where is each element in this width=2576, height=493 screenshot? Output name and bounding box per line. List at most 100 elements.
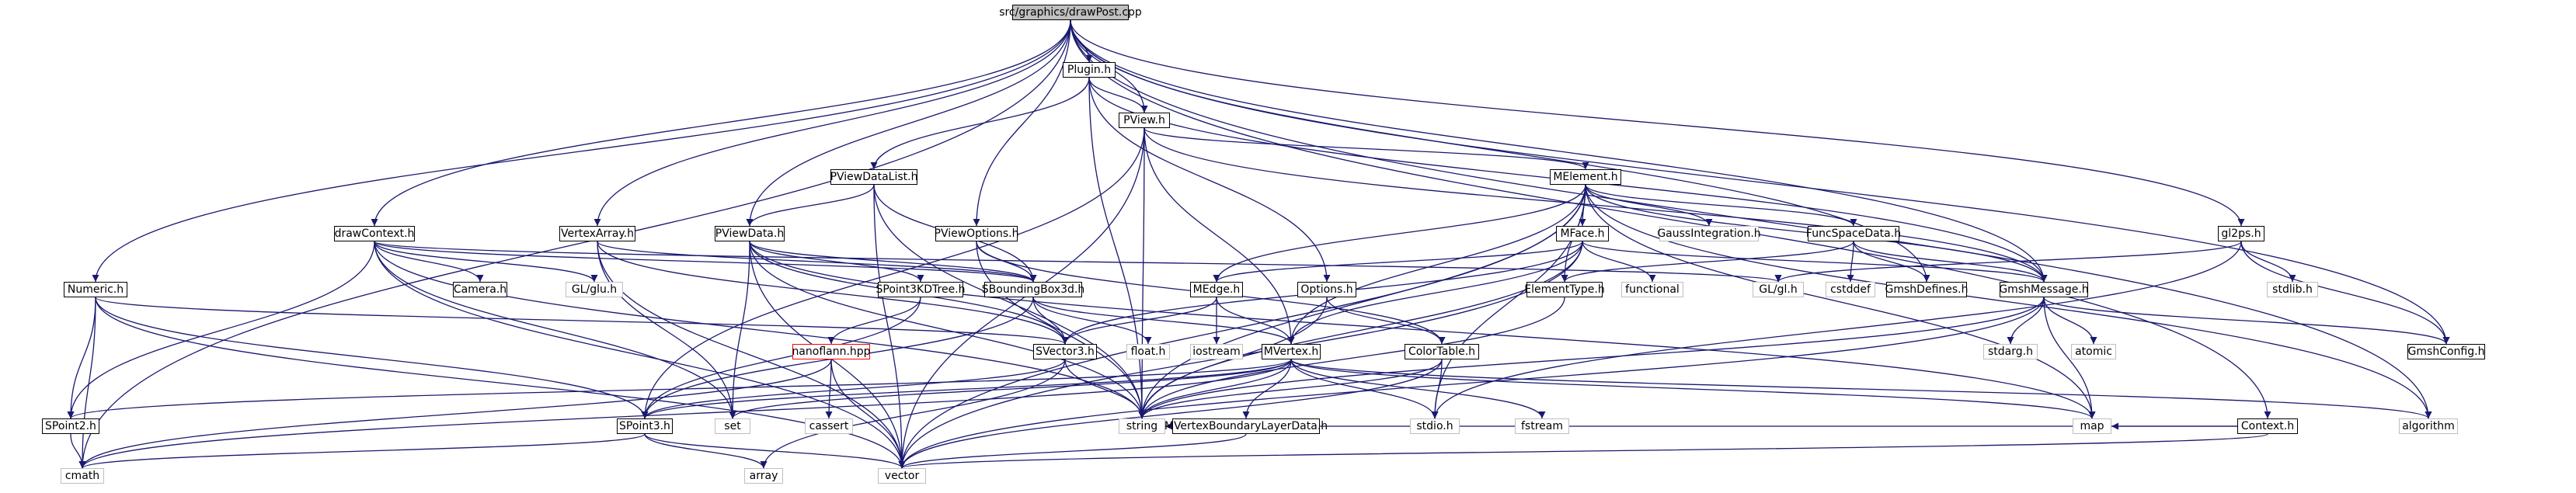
edge-drawPost-to-algorithm xyxy=(1070,19,2432,419)
node-string: string xyxy=(1119,418,1165,434)
edge-spoint2H-to-cmath xyxy=(70,433,86,469)
edge-pviewOptionsH-to-string xyxy=(976,241,1146,419)
edge-pviewH-to-vector xyxy=(898,127,1145,469)
edge-melementH-to-algorithm xyxy=(1585,184,2432,419)
edge-nanoflann-to-vector xyxy=(830,359,906,469)
node-funcspacedata-h[interactable]: FuncSpaceData.h xyxy=(1805,226,1902,241)
node-stdlib-h: stdlib.h xyxy=(2267,282,2318,297)
edge-svector3H-to-spoint3H xyxy=(641,359,1066,419)
edge-pviewDataListH-to-vector xyxy=(873,184,906,469)
edge-mfaceH-to-meEdgeH xyxy=(1213,241,1583,283)
edge-spoint3kdtreeH-to-spoint3H xyxy=(641,297,921,419)
edge-mvertexBLDataH-to-vector xyxy=(898,433,1247,469)
edge-drawPost-to-drawContextH xyxy=(371,19,1071,227)
node-gmshconfig-h[interactable]: GmshConfig.h xyxy=(2407,344,2485,359)
edge-melementH-to-vector xyxy=(898,184,1586,469)
node-stdio-h: stdio.h xyxy=(1410,418,1460,434)
node-colortable-h[interactable]: ColorTable.h xyxy=(1405,344,1479,359)
node-spoint3kdtree-h[interactable]: SPoint3KDTree.h xyxy=(875,282,966,297)
edge-vertexArrayH-to-sboundingbox3dH xyxy=(597,241,1037,283)
node-array: array xyxy=(744,468,783,484)
edge-drawPost-to-vertexArrayH xyxy=(594,19,1071,227)
node-pviewdata-h[interactable]: PViewData.h xyxy=(715,226,785,241)
edge-drawContextH-to-string xyxy=(374,241,1146,419)
node-map: map xyxy=(2073,418,2111,434)
node-mvertexboundarylayerdata-h[interactable]: MVertexBoundaryLayerData.h xyxy=(1164,418,1328,434)
node-melement-h[interactable]: MElement.h xyxy=(1550,169,1621,185)
edge-mfaceH-to-string xyxy=(1138,241,1583,419)
edge-mvertexH-to-spoint3H xyxy=(641,359,1292,419)
node-nanoflann-hpp[interactable]: nanoflann.hpp xyxy=(792,344,871,359)
node-atomic: atomic xyxy=(2071,344,2116,359)
edge-mvertexH-to-map xyxy=(1290,359,2096,419)
edge-spoint3kdtreeH-to-nanoflann xyxy=(827,297,921,345)
edge-drawPost-to-gmshDefinesH xyxy=(1070,19,1930,283)
node-context-h[interactable]: Context.h xyxy=(2237,418,2298,434)
node-plugin-h[interactable]: Plugin.h xyxy=(1063,62,1116,78)
node-pview-h[interactable]: PView.h xyxy=(1119,113,1170,128)
edge-numericH-to-svector3H xyxy=(95,297,1069,345)
node-algorithm: algorithm xyxy=(2399,418,2458,434)
edge-spoint3H-to-vector xyxy=(644,433,906,469)
edge-gmshMessageH-to-map xyxy=(2043,297,2096,419)
edge-pluginH-to-optionsH xyxy=(1088,77,1331,283)
edge-melementH-to-meEdgeH xyxy=(1213,184,1586,283)
edge-pluginH-to-string xyxy=(1088,77,1146,419)
edge-drawPost-to-gmshConfigH xyxy=(1070,19,2450,345)
edge-mvertexH-to-mvertexBLDataH xyxy=(1242,359,1292,419)
edge-drawPost-to-gmshMessageH xyxy=(1070,19,2048,283)
node-svector3-h[interactable]: SVector3.h xyxy=(1033,344,1097,359)
edge-pviewH-to-melementH xyxy=(1144,127,1589,170)
edge-melementH-to-map xyxy=(1585,184,2096,419)
edge-vertexArrayH-to-svector3H xyxy=(597,241,1069,345)
node-gl2ps-h[interactable]: gl2ps.h xyxy=(2218,226,2264,241)
edge-drawContextH-to-vector xyxy=(374,241,906,469)
node-drawcontext-h[interactable]: drawContext.h xyxy=(334,226,415,241)
edge-mvertexH-to-stdio xyxy=(1290,359,1439,419)
node-numeric-h[interactable]: Numeric.h xyxy=(64,282,127,297)
edge-gl2psH-to-gmshConfigH xyxy=(2240,241,2450,345)
node-vertexarray-h[interactable]: VertexArray.h xyxy=(559,226,635,241)
edge-drawContextH-to-cameraH xyxy=(374,241,484,283)
edge-svector3H-to-array xyxy=(760,359,1066,469)
edge-elementTypeH-to-string xyxy=(1138,297,1565,419)
edge-mfaceH-to-gmshMessageH xyxy=(1582,241,2048,283)
edge-colorTableH-to-vector xyxy=(898,359,1443,469)
edge-sboundingbox3dH-to-svector3H xyxy=(1032,297,1069,345)
node-pviewdatalist-h[interactable]: PViewDataList.h xyxy=(830,169,918,185)
edge-contextH-to-vector xyxy=(899,433,2268,469)
node-stdarg-h: stdarg.h xyxy=(1983,344,2038,359)
edge-drawContextH-to-glglH xyxy=(374,241,1781,283)
node-gmshdefines-h[interactable]: GmshDefines.h xyxy=(1885,282,1969,297)
edge-pviewDataH-to-spoint3kdtreeH xyxy=(749,241,924,283)
edge-drawPost-to-gl2psH xyxy=(1070,19,2245,227)
node-mface-h[interactable]: MFace.h xyxy=(1556,226,1609,241)
edge-mvertexH-to-spoint2H xyxy=(67,359,1292,419)
node-elementtype-h[interactable]: ElementType.h xyxy=(1524,282,1605,297)
node-functional: functional xyxy=(1621,282,1683,297)
edge-pviewDataH-to-sboundingbox3dH xyxy=(749,241,1037,283)
edge-melementH-to-funcSpaceDataH xyxy=(1585,184,1857,227)
edge-pviewH-to-mvertexH xyxy=(1144,127,1295,345)
node-pviewoptions-h[interactable]: PViewOptions.h xyxy=(934,226,1019,241)
edge-drawContextH-to-set xyxy=(374,241,736,419)
edge-drawContextH-to-spoint2H xyxy=(67,241,375,419)
edge-pluginH-to-pviewH xyxy=(1088,77,1148,113)
node-mvertex-h[interactable]: MVertex.h xyxy=(1262,344,1321,359)
edge-colorTableH-to-stdio xyxy=(1431,359,1443,419)
node-gaussintegration-h: GaussIntegration.h xyxy=(1657,226,1761,241)
node-spoint2-h[interactable]: SPoint2.h xyxy=(42,418,99,434)
node-gmshmessage-h[interactable]: GmshMessage.h xyxy=(1999,282,2089,297)
edge-gl2psH-to-stdlibH xyxy=(2240,241,2296,283)
edge-mvertexH-to-cmath xyxy=(78,359,1292,469)
node-medge-h[interactable]: MEdge.h xyxy=(1190,282,1243,297)
node-camera-h[interactable]: Camera.h xyxy=(453,282,507,297)
node-options-h[interactable]: Options.h xyxy=(1297,282,1356,297)
edge-gmshMessageH-to-stdargH xyxy=(2007,297,2045,345)
edge-sboundingbox3dH-to-floatH xyxy=(1032,297,1152,345)
edge-optionsH-to-colorTableH xyxy=(1326,297,1446,345)
node-sboundingbox3d-h[interactable]: SBoundingBox3d.h xyxy=(981,282,1085,297)
node-set: set xyxy=(715,418,750,434)
edge-spoint3H-to-cmath xyxy=(78,433,646,469)
node-spoint3-h[interactable]: SPoint3.h xyxy=(617,418,673,434)
